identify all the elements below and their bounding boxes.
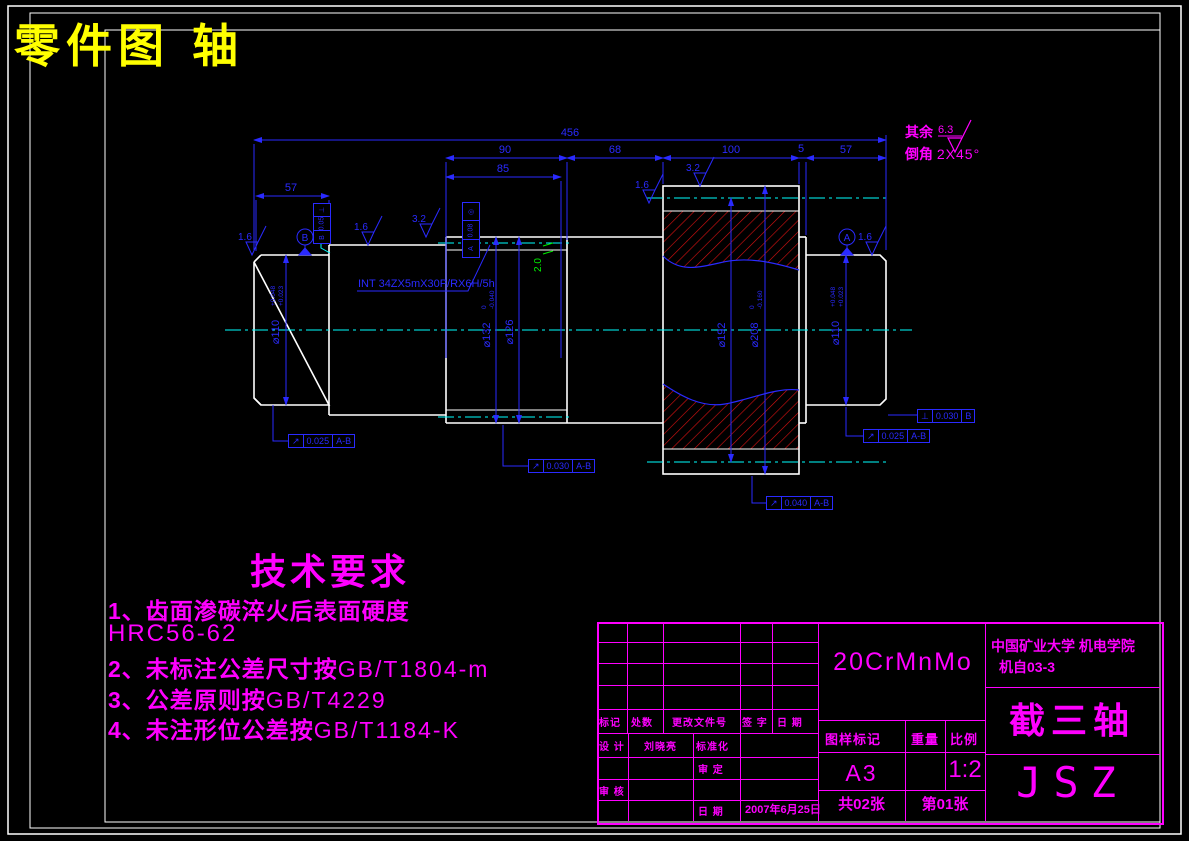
dia-gear-tip: ⌀208 bbox=[749, 323, 761, 348]
runout-icon: ↗ bbox=[292, 436, 300, 446]
web-offset-dim: 2.0 bbox=[533, 242, 554, 272]
date-label: 日 期 bbox=[777, 718, 803, 729]
svg-text:-0.040: -0.040 bbox=[489, 290, 496, 309]
dim-5: 5 bbox=[798, 143, 804, 155]
svg-text:-0.160: -0.160 bbox=[757, 290, 764, 309]
dimension-lines bbox=[253, 137, 887, 475]
tech-line-2: 2、未标注公差尺寸按GB/T1804-m bbox=[108, 656, 490, 682]
vertical-tolerance-frame-2: ◎ 0.08 A bbox=[462, 202, 480, 258]
tech-line-3: 3、公差原则按GB/T4229 bbox=[108, 687, 387, 713]
dia-spline-minor: ⌀126 bbox=[504, 320, 516, 345]
tech-requirements-title: 技术要求 bbox=[250, 551, 411, 592]
svg-text:+0.048: +0.048 bbox=[270, 286, 277, 306]
part-code: JSZ bbox=[1016, 758, 1128, 807]
material-value: 20CrMnMo bbox=[833, 648, 973, 676]
roughness-1: 1.6 bbox=[238, 232, 252, 243]
roughness-5: 3.2 bbox=[686, 163, 700, 174]
svg-text:+0.023: +0.023 bbox=[838, 287, 845, 307]
school-name: 中国矿业大学 机电学院 bbox=[991, 638, 1135, 654]
approve-label: 审 定 bbox=[698, 765, 724, 776]
count-label: 处数 bbox=[631, 718, 653, 729]
date-value: 2007年6月25日 bbox=[745, 804, 821, 816]
runout-icon: ↗ bbox=[867, 431, 875, 441]
runout-frame-1: ↗ 0.025 A-B bbox=[288, 434, 356, 448]
part-name: 截三轴 bbox=[1008, 700, 1135, 742]
page-title: 零件图 轴 bbox=[14, 19, 245, 73]
scale-label: 比例 bbox=[950, 732, 979, 747]
runout-icon: ↗ bbox=[532, 461, 540, 471]
class-name: 机自03-3 bbox=[999, 659, 1056, 675]
dim-57-right: 57 bbox=[840, 144, 852, 156]
title-block-border bbox=[597, 622, 1164, 825]
general-roughness-value: 6.3 bbox=[938, 124, 953, 136]
surplus-label: 其余 bbox=[905, 124, 933, 140]
roughness-symbols: 1.6 1.6 3.2 1.6 3.2 1.6 bbox=[238, 156, 887, 257]
tech-line-1: 1、齿面渗碳淬火后表面硬度 bbox=[108, 598, 410, 624]
paper-size: A3 bbox=[845, 760, 878, 786]
sheet-number: 第01张 bbox=[921, 796, 969, 813]
datum-a-label: A bbox=[844, 233, 851, 244]
mark-label: 标记 bbox=[599, 718, 621, 729]
leader-lines bbox=[272, 240, 917, 504]
tech-line-1b: HRC56-62 bbox=[108, 620, 238, 647]
runout-frame-2: ↗ 0.030 A-B bbox=[528, 459, 596, 473]
dia-spline-major: ⌀132 bbox=[481, 323, 493, 348]
svg-text:0: 0 bbox=[749, 305, 756, 309]
stamp-label: 图样标记 bbox=[825, 732, 882, 747]
weight-label: 重量 bbox=[911, 732, 940, 747]
sheet-total: 共02张 bbox=[838, 796, 885, 813]
check-label: 审 核 bbox=[599, 787, 625, 798]
dia-left-journal: ⌀110 bbox=[270, 320, 282, 344]
dim-overall: 456 bbox=[561, 127, 579, 139]
roughness-6: 1.6 bbox=[858, 232, 872, 243]
roughness-3: 3.2 bbox=[412, 214, 426, 225]
dia-right-journal: ⌀110 bbox=[830, 321, 842, 345]
chamfer-value: 2X45° bbox=[936, 146, 981, 162]
dimension-texts: 456 90 68 100 5 57 57 85 bbox=[285, 127, 852, 194]
scale-value: 1:2 bbox=[948, 756, 982, 783]
svg-text:+0.023: +0.023 bbox=[278, 286, 285, 306]
svg-text:+0.048: +0.048 bbox=[830, 287, 837, 307]
dim-90: 90 bbox=[499, 144, 511, 156]
designer-name: 刘晓亮 bbox=[644, 742, 677, 753]
sheet-frames bbox=[7, 5, 1182, 835]
diameter-texts: ⌀110 +0.048 +0.023 ⌀132 0 -0.040 ⌀126 ⌀1… bbox=[270, 286, 845, 348]
chamfer-label: 倒角 bbox=[905, 146, 933, 162]
datum-b-label: B bbox=[302, 233, 309, 244]
dim-85: 85 bbox=[497, 163, 509, 175]
keyway-frame-leader bbox=[320, 243, 331, 254]
general-roughness-symbol: 6.3 bbox=[938, 119, 972, 154]
tech-line-4: 4、未注形位公差按GB/T1184-K bbox=[108, 717, 460, 743]
runout-icon: ↗ bbox=[770, 498, 778, 508]
gear-web-curves bbox=[662, 255, 800, 406]
runout-frame-4: ↗ 0.025 A-B bbox=[863, 429, 931, 443]
sign-label: 签 字 bbox=[742, 718, 768, 729]
date-row-label: 日 期 bbox=[698, 807, 724, 818]
dim-100: 100 bbox=[722, 144, 740, 156]
dim-68: 68 bbox=[609, 144, 621, 156]
design-label: 设 计 bbox=[599, 742, 625, 753]
svg-text:0: 0 bbox=[481, 305, 488, 309]
vertical-tolerance-frame-1: ⊥ 0.05 B bbox=[313, 203, 331, 244]
runout-frame-3: ↗ 0.040 A-B bbox=[766, 496, 834, 510]
chamfer-note: 倒角 2X45° bbox=[905, 144, 980, 164]
svg-text:2.0: 2.0 bbox=[533, 258, 544, 272]
change-doc-label: 更改文件号 bbox=[672, 718, 727, 729]
dim-57-left: 57 bbox=[285, 182, 297, 194]
roughness-4: 1.6 bbox=[635, 180, 649, 191]
dia-gear-pitch: ⌀192 bbox=[716, 323, 728, 348]
perpendicularity-icon: ⊥ bbox=[921, 411, 929, 421]
roughness-2: 1.6 bbox=[354, 222, 368, 233]
standardization-label: 标准化 bbox=[696, 742, 729, 753]
spline-spec-note: INT 34ZX5mX30P/RX6H/5h bbox=[358, 278, 495, 290]
perpendicularity-frame: ⊥ 0.030 B bbox=[917, 409, 976, 423]
